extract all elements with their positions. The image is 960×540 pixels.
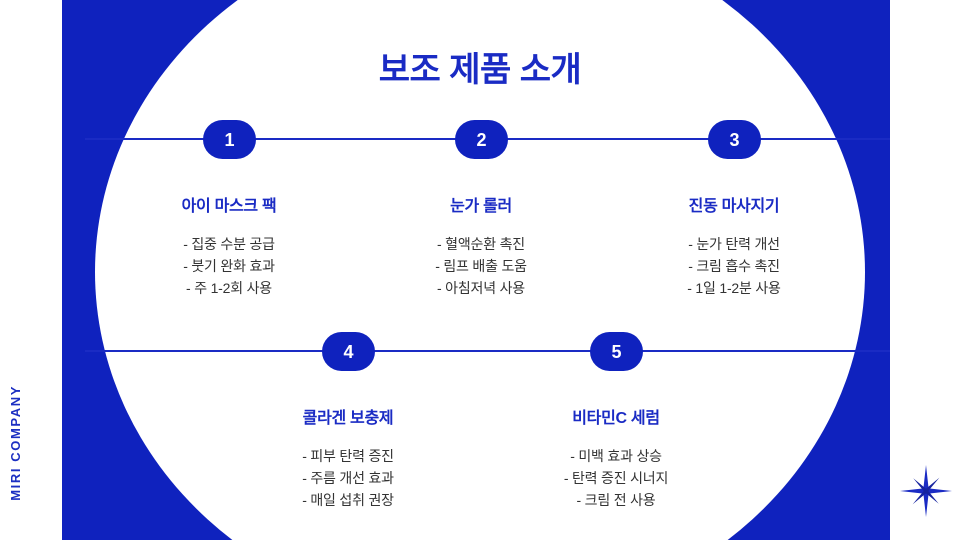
step-item-title-4: 콜라겐 보충제 xyxy=(302,410,394,427)
step-item-title-1: 아이 마스크 팩 xyxy=(181,198,277,215)
step-item-line: - 피부 탄력 증진 xyxy=(302,448,394,464)
step-item-line: - 크림 전 사용 xyxy=(576,492,656,508)
step-item-line: - 미백 효과 상승 xyxy=(570,448,662,464)
step-item-line: - 매일 섭취 권장 xyxy=(302,492,394,508)
step-item-line: - 눈가 탄력 개선 xyxy=(688,236,780,252)
step-badge-1[interactable]: 1 xyxy=(203,120,256,159)
step-badge-4[interactable]: 4 xyxy=(322,332,375,371)
step-item-title-2: 눈가 롤러 xyxy=(450,198,512,215)
step-item-title-5: 비타민C 세럼 xyxy=(572,410,660,427)
step-item-2: 눈가 롤러 - 혈액순환 촉진 - 림프 배출 도움 - 아침저녁 사용 xyxy=(361,192,601,299)
step-item-line: - 집중 수분 공급 xyxy=(183,236,275,252)
step-item-line: - 아침저녁 사용 xyxy=(437,280,525,296)
sparkle-star-icon xyxy=(900,465,952,517)
step-item-line: - 붓기 완화 효과 xyxy=(183,258,275,274)
step-item-line: - 주 1-2회 사용 xyxy=(186,280,272,296)
step-badge-2[interactable]: 2 xyxy=(455,120,508,159)
step-item-line: - 1일 1-2분 사용 xyxy=(687,280,781,296)
step-badge-5[interactable]: 5 xyxy=(590,332,643,371)
step-item-1: 아이 마스크 팩 - 집중 수분 공급 - 붓기 완화 효과 - 주 1-2회 … xyxy=(109,192,349,299)
step-item-line: - 림프 배출 도움 xyxy=(435,258,527,274)
company-vertical-label: MIRI COMPANY xyxy=(8,385,23,501)
step-item-line: - 탄력 증진 시너지 xyxy=(563,470,669,486)
step-item-line: - 혈액순환 촉진 xyxy=(437,236,525,252)
step-item-line: - 크림 흡수 촉진 xyxy=(688,258,780,274)
page-title: 보조 제품 소개 xyxy=(378,51,582,89)
step-item-5: 비타민C 세럼 - 미백 효과 상승 - 탄력 증진 시너지 - 크림 전 사용 xyxy=(496,404,736,511)
step-badge-3[interactable]: 3 xyxy=(708,120,761,159)
step-item-line: - 주름 개선 효과 xyxy=(302,470,394,486)
step-item-3: 진동 마사지기 - 눈가 탄력 개선 - 크림 흡수 촉진 - 1일 1-2분 … xyxy=(614,192,854,299)
timeline-rail-2 xyxy=(85,350,890,352)
step-item-title-3: 진동 마사지기 xyxy=(688,198,780,215)
step-item-4: 콜라겐 보충제 - 피부 탄력 증진 - 주름 개선 효과 - 매일 섭취 권장 xyxy=(228,404,468,511)
